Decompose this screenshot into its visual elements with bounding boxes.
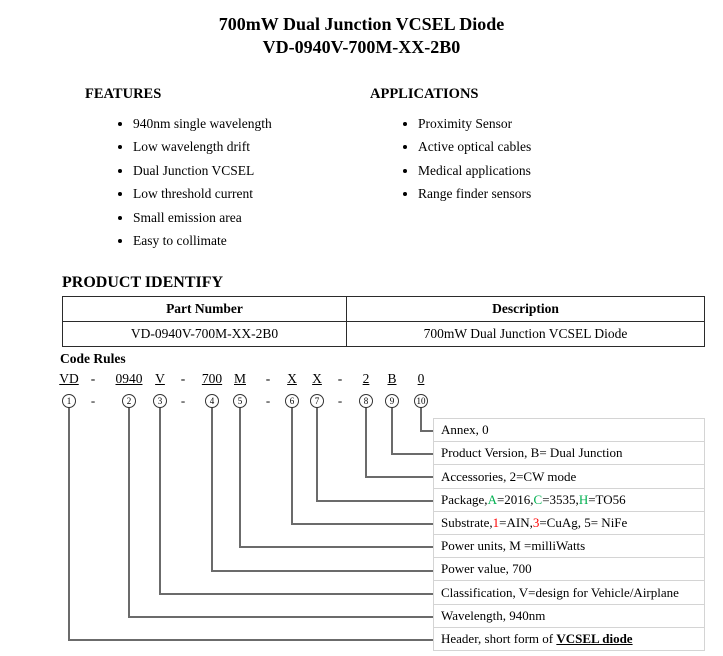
applications-section: APPLICATIONS Proximity Sensor Active opt…	[370, 86, 531, 206]
code-rules-heading: Code Rules	[60, 351, 126, 366]
code-separator: -	[265, 393, 271, 408]
feature-item: Dual Junction VCSEL	[133, 159, 272, 182]
connector-line-9	[391, 400, 435, 455]
code-label-wavelength: Wavelength, 940nm	[433, 603, 705, 628]
code-label-header: Header, short form of VCSEL diode	[433, 626, 705, 652]
connector-line-5	[239, 400, 435, 548]
part-number-cell: VD-0940V-700M-XX-2B0	[62, 321, 347, 347]
connector-line-7	[316, 400, 435, 502]
code-separator: -	[337, 393, 343, 408]
label-text: Power units, M =milliWatts	[441, 538, 586, 554]
applications-list: Proximity Sensor Active optical cables M…	[370, 112, 531, 206]
code-segment: B	[387, 371, 397, 386]
code-label-classification: Classification, V=design for Vehicle/Air…	[433, 580, 705, 605]
circle-number-9: 9	[385, 394, 399, 408]
code-label-power-units: Power units, M =milliWatts	[433, 534, 705, 559]
code-segment: 700	[201, 371, 223, 386]
applications-heading: APPLICATIONS	[370, 86, 479, 102]
connector-line-6	[291, 400, 435, 525]
code-label-product-version: Product Version, B= Dual Junction	[433, 441, 705, 466]
feature-item: Small emission area	[133, 206, 272, 229]
table-row: VD-0940V-700M-XX-2B0 700mW Dual Junction…	[62, 321, 705, 347]
label-text: Accessories, 2=CW mode	[441, 468, 577, 484]
feature-item: Easy to collimate	[133, 229, 272, 252]
label-text: =TO56	[588, 491, 626, 507]
code-separator: -	[180, 393, 186, 408]
features-heading: FEATURES	[85, 86, 162, 102]
label-text: Package,	[441, 491, 488, 507]
circle-number-1: 1	[62, 394, 76, 408]
code-segment: VD	[59, 371, 79, 386]
connector-line-3	[159, 400, 435, 595]
code-segment: X	[287, 371, 297, 386]
label-text: Product Version, B= Dual Junction	[441, 445, 623, 461]
circle-number-4: 4	[205, 394, 219, 408]
code-segment: V	[155, 371, 165, 386]
description-header: Description	[346, 296, 705, 322]
title-line2: VD-0940V-700M-XX-2B0	[262, 37, 461, 57]
circle-number-3: 3	[153, 394, 167, 408]
connector-line-1	[68, 400, 435, 641]
label-text: Substrate,	[441, 514, 493, 530]
label-text-bold-underline: VCSEL diode	[556, 630, 633, 646]
product-identify-heading: PRODUCT IDENTIFY	[62, 274, 224, 291]
circle-number-5: 5	[233, 394, 247, 408]
code-segment: X	[312, 371, 322, 386]
label-text: =3535,	[542, 491, 579, 507]
label-text: =2016,	[496, 491, 534, 507]
label-text-green: A	[487, 491, 497, 507]
code-separator: -	[90, 393, 96, 408]
label-text: Header, short form of	[441, 630, 554, 646]
label-text: Wavelength, 940nm	[441, 607, 546, 623]
label-text-green: C	[533, 491, 543, 507]
application-item: Medical applications	[418, 159, 531, 182]
part-number-header: Part Number	[62, 296, 347, 322]
circle-number-7: 7	[310, 394, 324, 408]
code-segment: 0	[417, 371, 425, 386]
product-identify-table: Part Number Description VD-0940V-700M-XX…	[62, 296, 705, 347]
code-segment: 0940	[115, 371, 143, 386]
feature-item: Low wavelength drift	[133, 135, 272, 158]
connector-line-8	[365, 400, 435, 478]
feature-item: Low threshold current	[133, 182, 272, 205]
application-item: Active optical cables	[418, 135, 531, 158]
label-text: =AIN,	[499, 514, 533, 530]
circle-number-8: 8	[359, 394, 373, 408]
feature-item: 940nm single wavelength	[133, 112, 272, 135]
application-item: Proximity Sensor	[418, 112, 531, 135]
code-label-accessories: Accessories, 2=CW mode	[433, 464, 705, 489]
code-label-annex: Annex, 0	[433, 418, 705, 443]
code-separator: -	[90, 371, 96, 386]
code-separator: -	[180, 371, 186, 386]
label-text-red: 3	[532, 514, 540, 530]
code-label-power-value: Power value, 700	[433, 557, 705, 582]
label-text: =CuAg, 5= NiFe	[539, 514, 628, 530]
circle-number-2: 2	[122, 394, 136, 408]
label-text-green: H	[578, 491, 589, 507]
features-list: 940nm single wavelength Low wavelength d…	[85, 112, 272, 252]
code-segment: M	[233, 371, 246, 386]
code-labels: Annex, 0 Product Version, B= Dual Juncti…	[433, 418, 705, 652]
connector-line-10	[420, 400, 435, 432]
code-segment: 2	[362, 371, 370, 386]
document-title: 700mW Dual Junction VCSEL Diode VD-0940V…	[0, 13, 723, 59]
circle-number-10: 10	[414, 394, 428, 408]
code-label-package: Package, A=2016, C=3535, H=TO56	[433, 487, 705, 512]
connector-line-4	[211, 400, 435, 572]
label-text: Annex, 0	[441, 422, 489, 438]
title-line1: 700mW Dual Junction VCSEL Diode	[218, 14, 505, 34]
connector-line-2	[128, 400, 435, 618]
table-header-row: Part Number Description	[62, 296, 705, 322]
label-text: Power value, 700	[441, 561, 532, 577]
features-section: FEATURES 940nm single wavelength Low wav…	[85, 86, 272, 252]
label-text: Classification, V=design for Vehicle/Air…	[441, 584, 679, 600]
application-item: Range finder sensors	[418, 182, 531, 205]
description-cell: 700mW Dual Junction VCSEL Diode	[346, 321, 705, 347]
label-text-red: 1	[492, 514, 500, 530]
code-separator: -	[337, 371, 343, 386]
code-separator: -	[265, 371, 271, 386]
circle-number-6: 6	[285, 394, 299, 408]
code-label-substrate: Substrate, 1=AIN, 3=CuAg, 5= NiFe	[433, 510, 705, 536]
